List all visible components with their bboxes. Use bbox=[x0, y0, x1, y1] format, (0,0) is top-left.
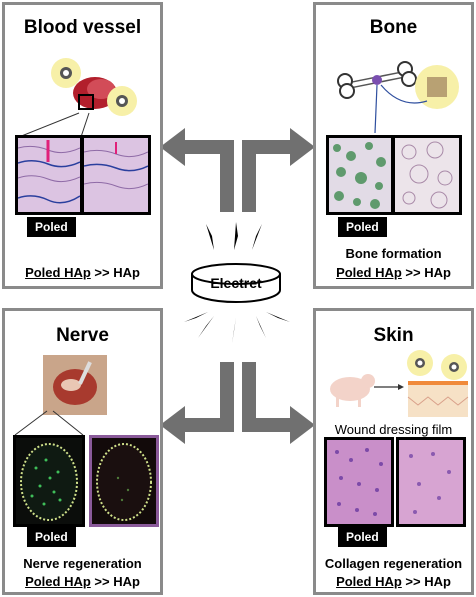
histology-image bbox=[395, 138, 459, 212]
comparison-caption: Poled HAp >> HAp bbox=[5, 264, 160, 281]
histology-poled bbox=[326, 135, 394, 215]
poled-badge: Poled bbox=[27, 217, 76, 237]
skin-subcaption: Wound dressing film bbox=[334, 422, 453, 437]
skin-illustration bbox=[330, 350, 469, 417]
zoom-lines bbox=[18, 112, 90, 138]
poled-hap-label: Poled HAp bbox=[336, 574, 402, 589]
result-caption: Collagen regeneration bbox=[324, 556, 463, 571]
poled-badge: Poled bbox=[338, 217, 387, 237]
result-caption: Bone formation bbox=[345, 246, 442, 261]
fluorescence-hap bbox=[89, 435, 159, 527]
comparison-caption: Poled HAp >> HAp bbox=[316, 573, 471, 590]
histology-poled bbox=[15, 135, 83, 215]
panel-title: Nerve bbox=[56, 325, 109, 346]
fluorescence-image bbox=[92, 438, 156, 524]
result-caption: Nerve regeneration bbox=[23, 556, 142, 571]
panel-title: Skin bbox=[373, 325, 414, 346]
panel-title: Bone bbox=[369, 17, 418, 38]
poled-badge: Poled bbox=[338, 527, 387, 547]
panel-nerve: Nerve Poled Nerve regeneration Poled HA bbox=[2, 308, 163, 595]
panel-title: Blood vessel bbox=[23, 17, 142, 38]
comparison-caption: Poled HAp >> HAp bbox=[316, 264, 471, 281]
panel-blood-vessel: Blood vessel Poled Poled HAp >> HAp bbox=[2, 2, 163, 289]
histology-image bbox=[399, 440, 463, 524]
hap-comparison: >> HAp bbox=[90, 265, 140, 280]
hap-comparison: >> HAp bbox=[90, 574, 140, 589]
histology-image bbox=[329, 138, 391, 212]
electret-cylinder: Electret bbox=[190, 262, 282, 306]
histology-image bbox=[18, 138, 80, 212]
histology-image bbox=[327, 440, 391, 524]
histology-hap bbox=[396, 437, 466, 527]
surgery-photo bbox=[43, 355, 107, 415]
hap-comparison: >> HAp bbox=[401, 574, 451, 589]
histology-image bbox=[84, 138, 148, 212]
fluorescence-poled bbox=[13, 435, 85, 527]
poled-hap-label: Poled HAp bbox=[336, 265, 402, 280]
histology-hap bbox=[81, 135, 151, 215]
hap-comparison: >> HAp bbox=[401, 265, 451, 280]
poled-badge: Poled bbox=[27, 527, 76, 547]
histology-hap bbox=[392, 135, 462, 215]
fluorescence-image bbox=[16, 438, 82, 524]
blood-vessel-illustration bbox=[51, 58, 137, 116]
electret-disc-shape bbox=[191, 263, 281, 303]
arrow-to-skin bbox=[242, 362, 315, 444]
arrow-to-bone bbox=[242, 128, 315, 212]
comparison-caption: Poled HAp >> HAp bbox=[5, 573, 160, 590]
arrow-to-nerve bbox=[160, 362, 234, 444]
arrow-to-blood-vessel bbox=[160, 128, 234, 212]
histology-poled bbox=[324, 437, 394, 527]
poled-hap-label: Poled HAp bbox=[25, 574, 91, 589]
electret-label: Electret bbox=[210, 275, 262, 291]
bone-illustration bbox=[337, 61, 459, 133]
zoom-lines bbox=[14, 410, 84, 436]
panel-bone: Bone Poled Bone bbox=[313, 2, 474, 289]
poled-hap-label: Poled HAp bbox=[25, 265, 91, 280]
panel-skin: Skin Wound dressing film bbox=[313, 308, 474, 595]
